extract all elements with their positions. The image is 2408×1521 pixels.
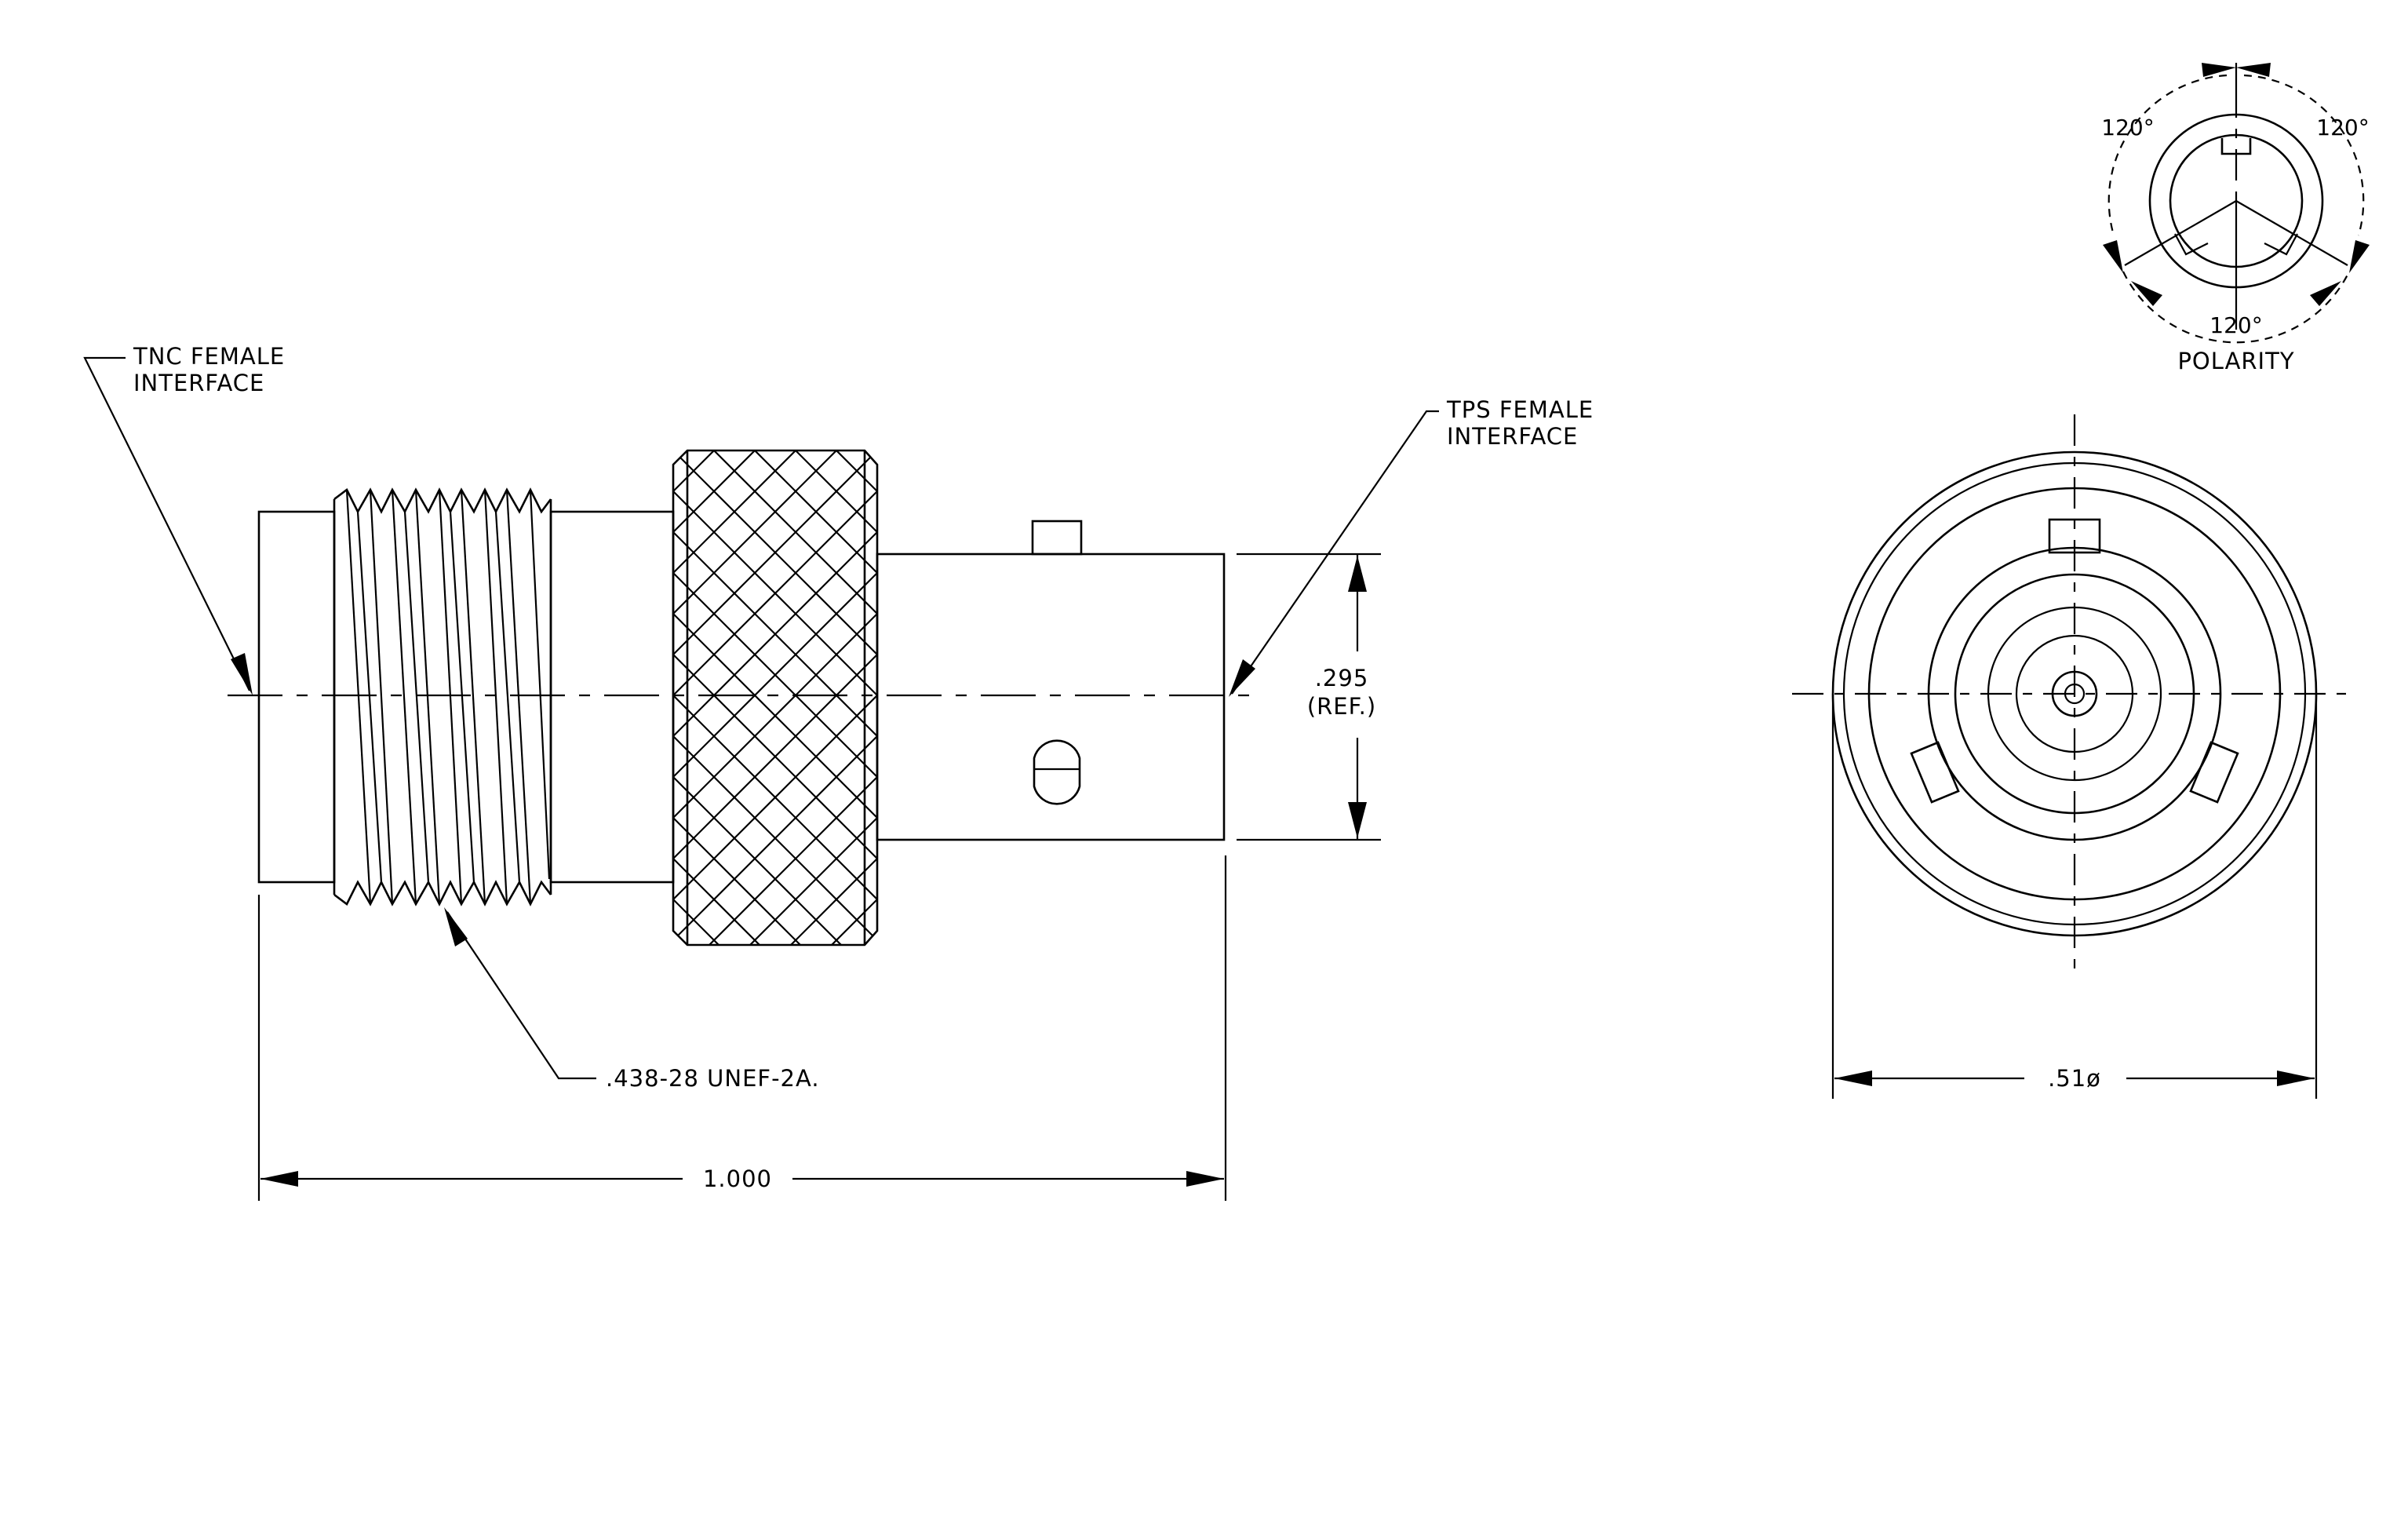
knurl-line — [673, 450, 877, 451]
knurl-line — [673, 858, 877, 945]
knurl-line — [673, 735, 877, 941]
knurl-line — [673, 1063, 877, 1267]
knurl-line — [673, 531, 877, 737]
polarity-angle-left: 120° — [2101, 115, 2154, 140]
knurl-line — [673, 858, 877, 945]
height-dimension-ref: (REF.) — [1307, 693, 1376, 720]
knurl-line — [673, 613, 877, 819]
knurled-nut — [672, 449, 879, 1308]
knurl-line — [673, 450, 877, 451]
knurl-line — [673, 572, 877, 778]
knurl-line — [673, 939, 877, 945]
knurl-line — [673, 450, 877, 574]
knurl-line — [673, 1103, 877, 1308]
lug-right — [2189, 741, 2239, 804]
knurl-line — [673, 491, 877, 696]
diameter-dimension: .51ø — [2048, 1065, 2101, 1092]
knurl-line — [673, 450, 877, 492]
knurl-line — [673, 450, 877, 655]
knurl-line — [673, 817, 877, 945]
knurl-line — [673, 450, 877, 492]
end-view — [1792, 414, 2357, 1099]
knurl-line — [673, 1022, 877, 1226]
tnc-body-left — [257, 510, 336, 884]
knurl-line — [673, 1063, 877, 1267]
polarity-angle-right: 120° — [2316, 115, 2369, 140]
knurl-line — [673, 654, 877, 859]
bayonet-stud-side — [1033, 739, 1081, 805]
annotations: TNC FEMALE INTERFACE TPS FEMALE INTERFAC… — [133, 115, 2370, 1192]
tps-label-line2: INTERFACE — [1447, 423, 1578, 450]
height-dimension-value: .295 — [1315, 665, 1369, 691]
knurl-line — [673, 450, 877, 533]
knurl-line — [673, 1022, 877, 1226]
lug-left — [1910, 741, 1960, 804]
knurl-line — [673, 776, 877, 945]
knurl-line — [673, 695, 877, 900]
length-dimension: 1.000 — [703, 1165, 772, 1192]
polarity-diagram — [2103, 63, 2370, 344]
thread-spec-label: .438-28 UNEF-2A. — [606, 1065, 820, 1092]
threaded-section — [333, 487, 552, 906]
knurl-line — [673, 899, 877, 945]
knurl-line — [673, 450, 877, 615]
knurl-line — [673, 939, 877, 945]
knurl-line — [673, 899, 877, 945]
tnc-label-line2: INTERFACE — [133, 370, 264, 396]
side-view — [83, 356, 1439, 1308]
knurl-line — [673, 1103, 877, 1308]
knurl-line — [673, 450, 877, 533]
collar — [549, 510, 675, 884]
polarity-title: POLARITY — [2177, 348, 2294, 374]
polarity-angle-bottom: 120° — [2209, 312, 2262, 338]
bayonet-stud-top — [1031, 520, 1083, 556]
tps-label-line1: TPS FEMALE — [1446, 396, 1594, 423]
tnc-label-line1: TNC FEMALE — [133, 343, 285, 370]
tps-body — [876, 553, 1226, 841]
